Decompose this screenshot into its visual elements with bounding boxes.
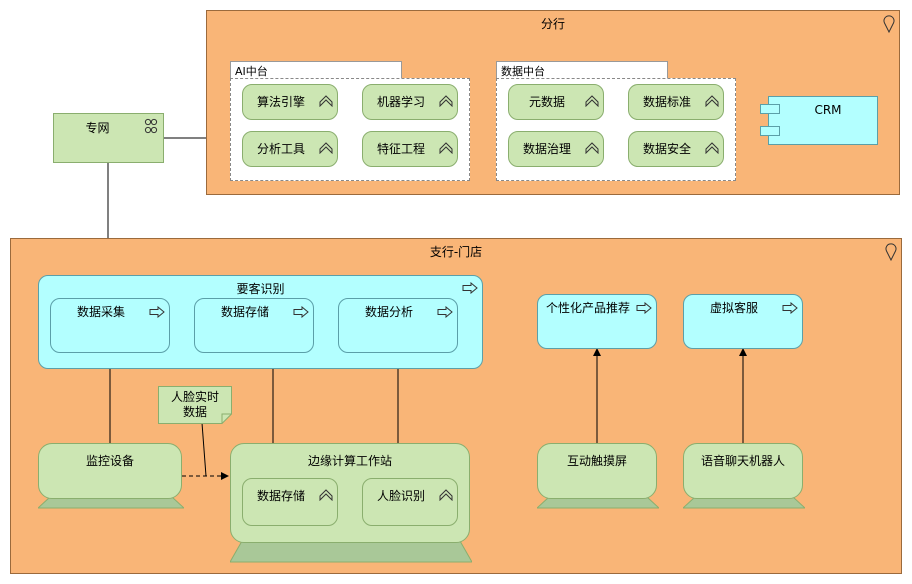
ai-platform-tab: AI中台 xyxy=(230,61,402,79)
component-icon xyxy=(760,104,780,114)
device-touchscreen[interactable]: 互动触摸屏 xyxy=(537,443,657,499)
note-association-line xyxy=(201,422,207,477)
face-data-note[interactable] xyxy=(158,386,232,424)
capability-label: 数据治理 xyxy=(522,142,571,156)
service-label: 个性化产品推荐 xyxy=(545,301,630,315)
service-label: 数据采集 xyxy=(76,305,125,319)
service-icon xyxy=(293,306,309,318)
ai-platform-label: AI中台 xyxy=(235,65,268,78)
network-icon xyxy=(144,118,158,134)
service-personalized-recommendation[interactable]: 个性化产品推荐 xyxy=(537,294,657,349)
capability-face-recognition[interactable]: 人脸识别 xyxy=(362,478,458,526)
service-data-collection[interactable]: 数据采集 xyxy=(50,298,170,353)
capability-data-security[interactable]: 数据安全 xyxy=(628,131,724,167)
capability-label: 数据安全 xyxy=(642,142,691,156)
service-icon xyxy=(782,302,798,314)
capability-algorithm-engine[interactable]: 算法引擎 xyxy=(242,84,338,120)
crm-label: CRM xyxy=(814,103,842,117)
capability-label: 特征工程 xyxy=(376,142,425,156)
branch-title: 分行 xyxy=(540,17,565,31)
capability-icon xyxy=(319,489,333,501)
capability-label: 分析工具 xyxy=(256,142,305,156)
service-data-analysis[interactable]: 数据分析 xyxy=(338,298,458,353)
capability-data-governance[interactable]: 数据治理 xyxy=(508,131,604,167)
crm-component[interactable]: CRM xyxy=(768,96,878,145)
device-base xyxy=(537,497,659,509)
capability-icon xyxy=(439,142,453,154)
capability-icon xyxy=(319,95,333,107)
service-icon xyxy=(437,306,453,318)
capability-icon xyxy=(319,142,333,154)
capability-feature-engineering[interactable]: 特征工程 xyxy=(362,131,458,167)
device-voice-robot[interactable]: 语音聊天机器人 xyxy=(683,443,803,499)
device-base xyxy=(230,541,472,563)
device-monitor[interactable]: 监控设备 xyxy=(38,443,182,499)
capability-data-standard[interactable]: 数据标准 xyxy=(628,84,724,120)
device-label: 语音聊天机器人 xyxy=(700,454,785,468)
capability-icon xyxy=(585,142,599,154)
capability-label: 数据标准 xyxy=(642,95,691,109)
service-icon xyxy=(636,302,652,314)
location-pin-icon xyxy=(883,15,895,33)
device-label: 监控设备 xyxy=(85,454,134,468)
capability-label: 元数据 xyxy=(528,95,565,109)
service-label: 数据存储 xyxy=(220,305,269,319)
vip-recognition-title: 要客识别 xyxy=(236,282,285,296)
private-network-node[interactable]: 专网 xyxy=(53,113,164,163)
service-virtual-agent[interactable]: 虚拟客服 xyxy=(683,294,803,349)
capability-icon xyxy=(585,95,599,107)
device-base xyxy=(38,497,184,509)
component-icon xyxy=(760,126,780,136)
capability-label: 算法引擎 xyxy=(256,95,305,109)
service-icon xyxy=(462,282,478,294)
capability-label: 人脸识别 xyxy=(376,489,425,503)
service-label: 虚拟客服 xyxy=(709,301,758,315)
service-data-storage[interactable]: 数据存储 xyxy=(194,298,314,353)
device-base xyxy=(683,497,805,509)
capability-metadata[interactable]: 元数据 xyxy=(508,84,604,120)
capability-icon xyxy=(705,142,719,154)
service-label: 数据分析 xyxy=(364,305,413,319)
location-pin-icon xyxy=(885,243,897,261)
capability-icon xyxy=(439,95,453,107)
capability-analysis-tools[interactable]: 分析工具 xyxy=(242,131,338,167)
capability-label: 机器学习 xyxy=(376,95,425,109)
capability-icon xyxy=(439,489,453,501)
capability-edge-data-storage[interactable]: 数据存储 xyxy=(242,478,338,526)
data-platform-tab: 数据中台 xyxy=(496,61,668,79)
service-icon xyxy=(149,306,165,318)
capability-machine-learning[interactable]: 机器学习 xyxy=(362,84,458,120)
device-label: 互动触摸屏 xyxy=(566,454,627,468)
face-data-note-text: 人脸实时数据 xyxy=(170,390,219,419)
capability-label: 数据存储 xyxy=(256,489,305,503)
device-label: 边缘计算工作站 xyxy=(307,454,392,468)
store-title: 支行-门店 xyxy=(429,245,483,259)
data-platform-label: 数据中台 xyxy=(501,65,545,78)
capability-icon xyxy=(705,95,719,107)
network-label: 专网 xyxy=(85,121,110,135)
